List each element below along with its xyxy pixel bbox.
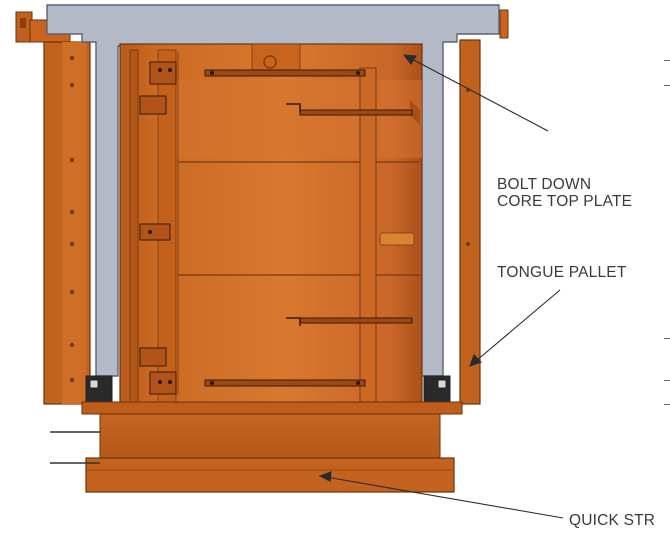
tongue-pallet-arrowhead [469, 354, 482, 367]
cropped-text-fragment [664, 380, 670, 381]
cropped-text-fragment [664, 85, 670, 86]
bolt-down-line1: BOLT DOWN [497, 176, 592, 193]
bolt-down-leader [409, 57, 549, 132]
leader-lines [318, 54, 564, 519]
base-pallet [50, 401, 463, 493]
quick-strip-callout: QUICK STR [569, 512, 656, 529]
quick-strip-leader [325, 476, 564, 519]
tongue-pallet-callout: TONGUE PALLET [497, 264, 627, 281]
cropped-text-fragment [664, 60, 670, 61]
cropped-text-fragment [664, 338, 670, 339]
frame-bolt-holes [69, 55, 471, 383]
bolt-down-line2: CORE TOP PLATE [497, 193, 633, 210]
bolt-heads [148, 68, 387, 415]
outer-mold-frame [15, 9, 509, 405]
quick-strip-arrowhead [318, 471, 332, 482]
bolt-down-callout: BOLT DOWN CORE TOP PLATE [497, 176, 632, 210]
cropped-text-fragment [664, 404, 670, 405]
tongue-pallet-leader [475, 289, 561, 362]
bolt-down-arrowhead [402, 54, 417, 65]
clamp-hardware [119, 61, 413, 466]
